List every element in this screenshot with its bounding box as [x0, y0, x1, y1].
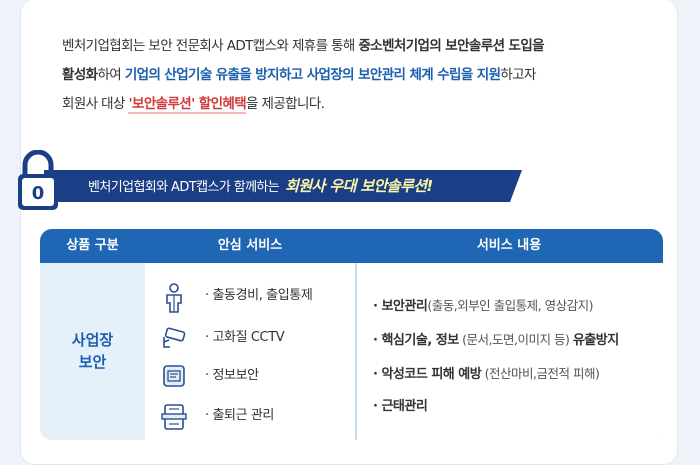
service-item: · 정보보안: [145, 363, 355, 391]
intro-line-3: 회원사 대상 '보안솔루션' 할인혜택을 제공합니다.: [62, 96, 325, 114]
cctv-icon: [161, 325, 187, 351]
category-cell: 사업장 보안: [40, 263, 145, 440]
header-category: 상품 구분: [66, 238, 119, 253]
padlock-icon: 0: [16, 149, 60, 212]
detail-item: · 악성코드 피해 예방 (전산마비,금전적 피해): [373, 366, 600, 382]
column-divider: [355, 263, 357, 440]
intro-line-2: 활성화하여 기업의 산업기술 유출을 방지하고 사업장의 보안관리 체계 수립을…: [62, 67, 536, 83]
service-table: 상품 구분 안심 서비스 서비스 내용 사업장 보안 · 출동경비, 출입통제: [40, 229, 663, 440]
service-item: · 출퇴근 관리: [145, 403, 355, 431]
header-details: 서비스 내용: [476, 238, 542, 253]
guard-icon: [161, 283, 187, 313]
service-item: · 고화질 CCTV: [145, 325, 355, 353]
time-clock-icon: [161, 403, 187, 430]
document-icon: [161, 363, 187, 389]
service-cell: · 출동경비, 출입통제 · 고화질 CCTV · 정: [145, 263, 355, 440]
detail-item: · 보안관리(출동,외부인 출입통제, 영상감지): [373, 298, 593, 314]
intro-text: 벤처기업협회는 보안 전문회사 ADT캡스와 제휴를 통해 중소벤처기업의 보안…: [62, 32, 642, 119]
detail-item: · 근태관리: [373, 399, 428, 414]
table-header: 상품 구분 안심 서비스 서비스 내용: [40, 229, 663, 263]
banner-shape: [44, 170, 522, 202]
header-service: 안심 서비스: [217, 238, 283, 253]
details-cell: · 보안관리(출동,외부인 출입통제, 영상감지) · 핵심기술, 정보 (문서…: [357, 263, 663, 440]
padlock-digit: 0: [32, 183, 45, 204]
category-label: 사업장 보안: [71, 331, 114, 371]
detail-item: · 핵심기술, 정보 (문서,도면,이미지 등) 유출방지: [373, 332, 619, 348]
intro-line-1: 벤처기업협회는 보안 전문회사 ADT캡스와 제휴를 통해 중소벤처기업의 보안…: [62, 38, 545, 54]
service-item: · 출동경비, 출입통제: [145, 283, 355, 313]
